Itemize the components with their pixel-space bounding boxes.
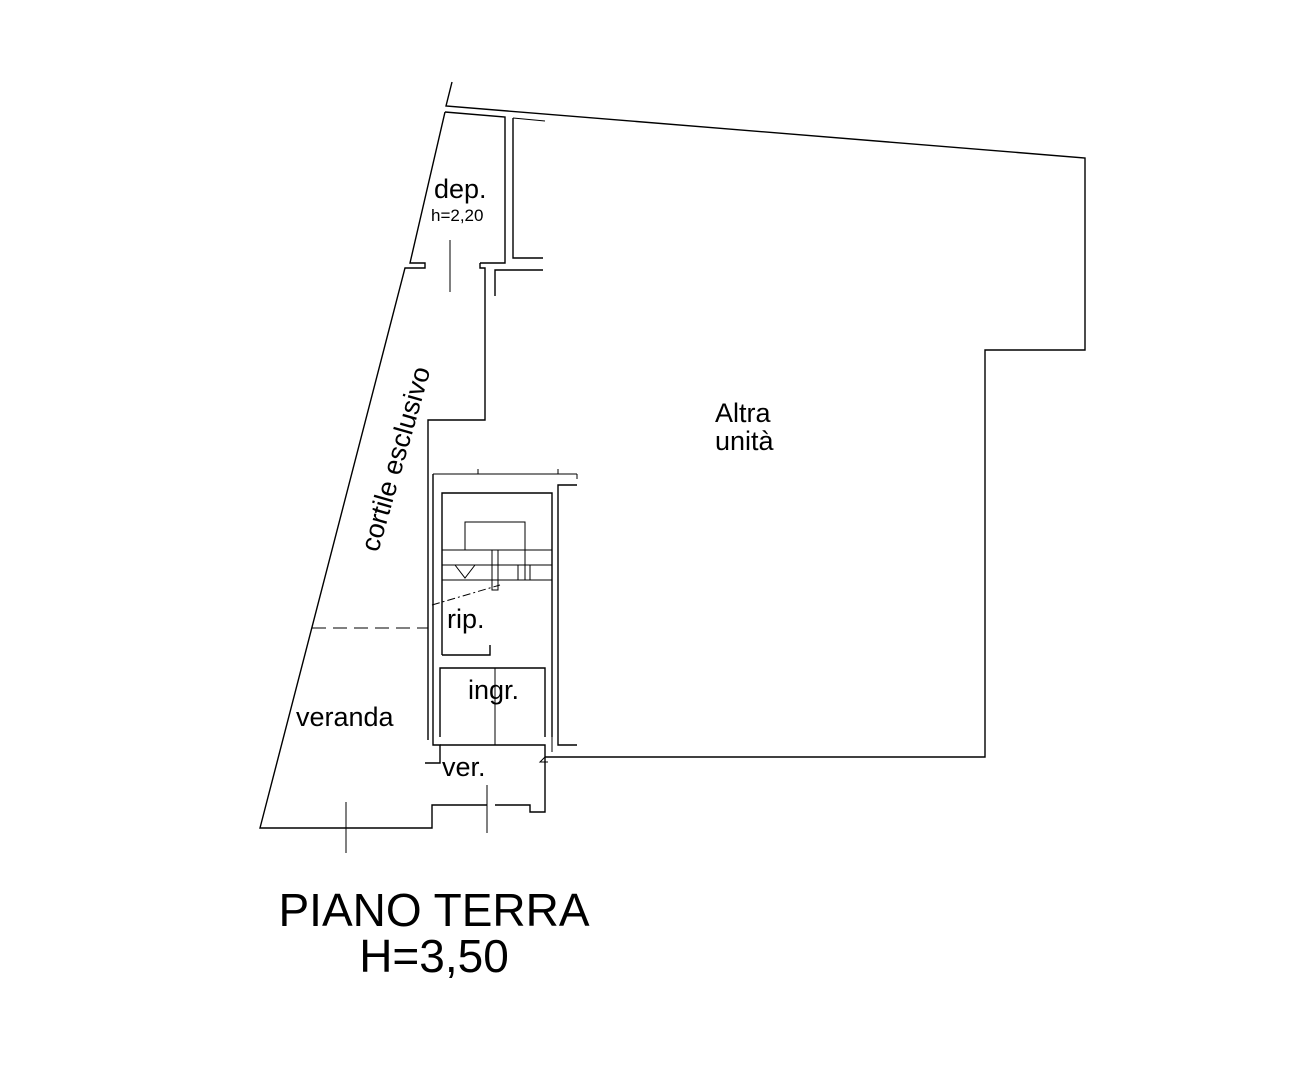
veranda-area — [312, 627, 548, 853]
plan-height: H=3,50 — [359, 930, 509, 982]
label-cortile: cortile esclusivo — [355, 363, 436, 554]
main-unit-walls — [425, 469, 578, 783]
label-altra-line2: unità — [715, 426, 775, 456]
label-deposito-height: h=2,20 — [431, 206, 483, 225]
outer-boundary — [259, 81, 1086, 829]
plan-title: PIANO TERRA — [279, 884, 590, 936]
label-veranda: veranda — [296, 702, 395, 732]
label-ingresso: ingr. — [468, 675, 519, 705]
deposit-room — [427, 111, 546, 740]
staircase — [431, 521, 552, 606]
label-ripostiglio: rip. — [447, 604, 485, 634]
label-altra-line1: Altra — [715, 398, 772, 428]
label-deposito: dep. — [434, 174, 487, 204]
label-verandina: ver. — [442, 752, 486, 782]
stair-arrow-icon — [454, 564, 476, 579]
